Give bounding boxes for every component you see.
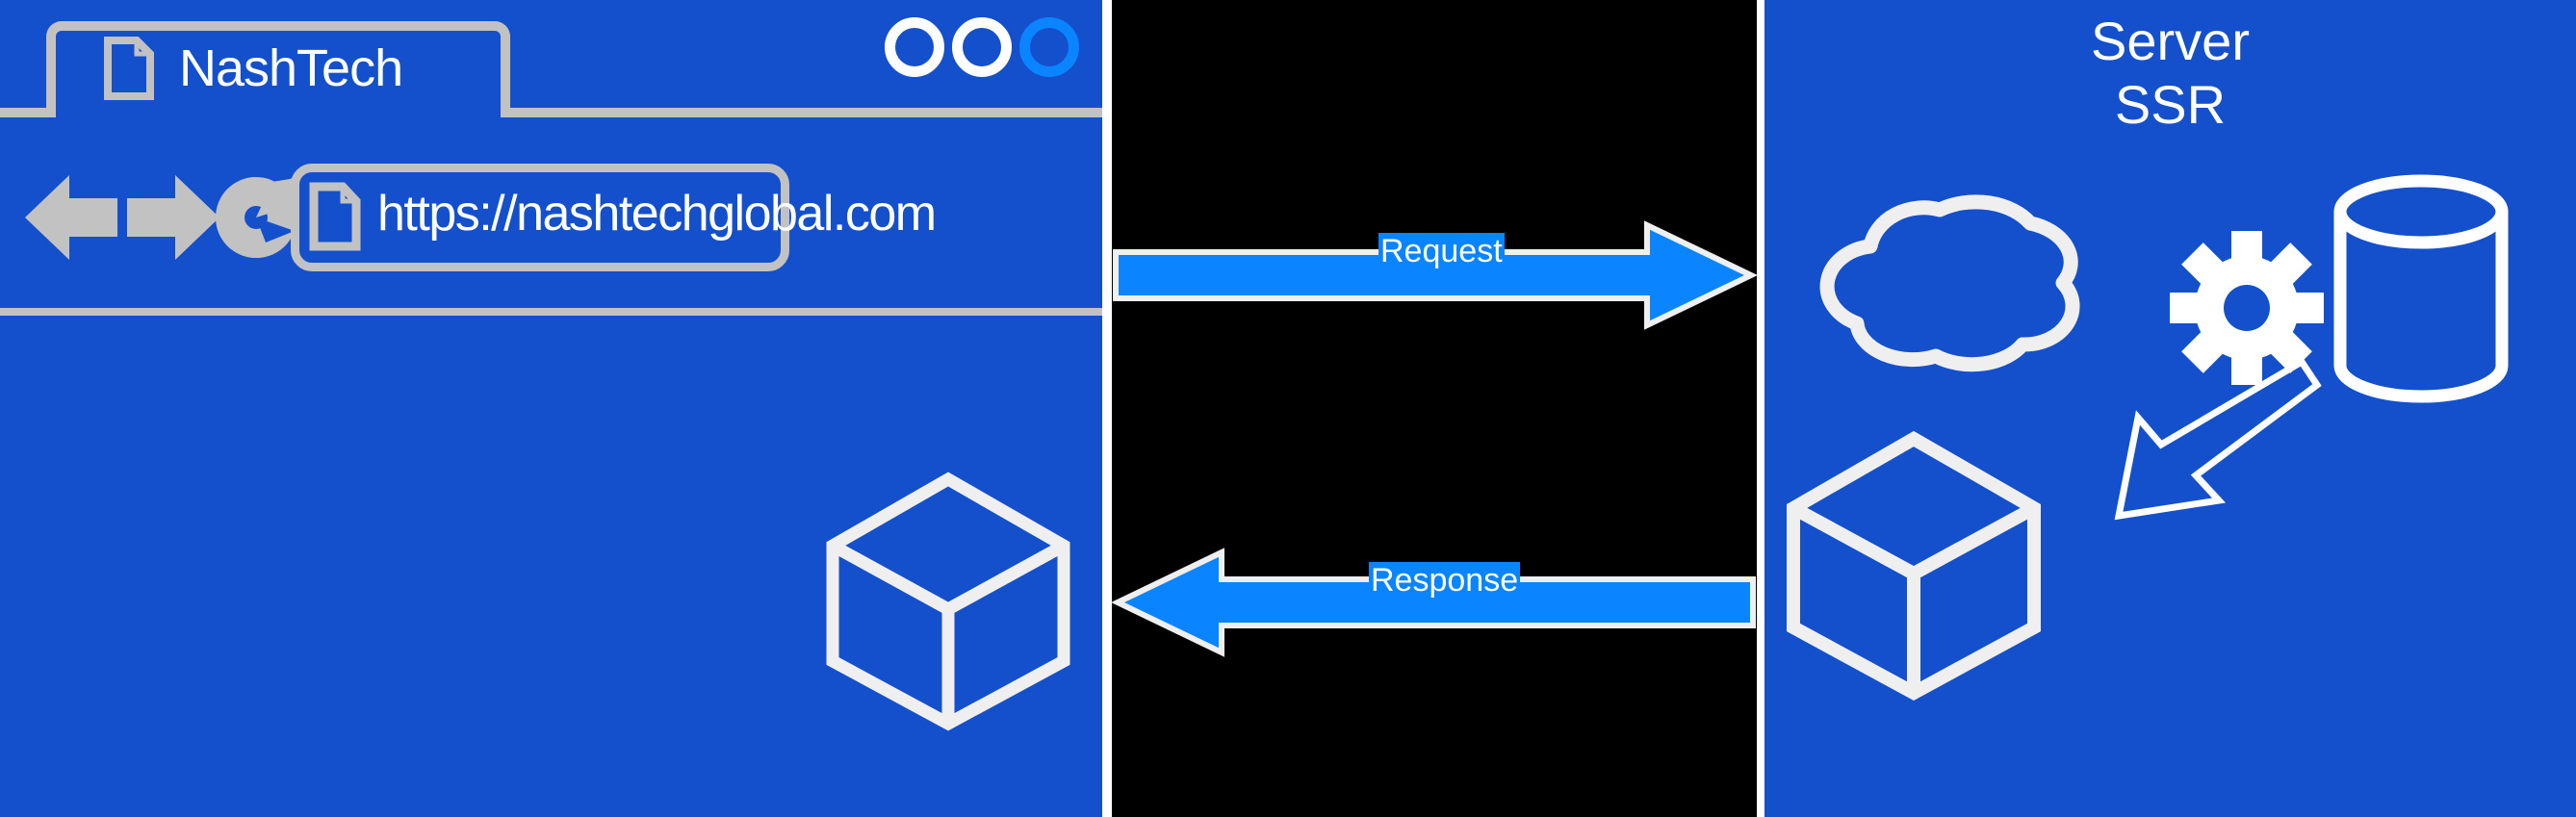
render-arrow-icon	[2113, 357, 2322, 560]
forward-arrow-icon[interactable]	[123, 171, 223, 264]
request-label: Request	[1378, 233, 1505, 271]
window-circle-minimize[interactable]	[885, 17, 944, 77]
database-icon	[2330, 173, 2512, 404]
tab-title: NashTech	[179, 39, 403, 97]
gear-icon	[2170, 231, 2324, 385]
address-bar-value[interactable]: https://nashtechglobal.com	[377, 186, 937, 242]
server-title-line-1: Server	[2091, 11, 2250, 71]
response-arrow-icon	[1111, 547, 1757, 658]
cube-icon	[1784, 430, 2044, 701]
tab-strip: NashTech	[0, 0, 1102, 123]
tab-strip-baseline	[0, 108, 1102, 117]
cloud-icon	[1786, 171, 2161, 373]
window-circle-maximize[interactable]	[952, 17, 1012, 77]
document-icon	[104, 37, 154, 100]
response-label: Response	[1369, 562, 1521, 600]
browser-window: NashTech	[0, 0, 1102, 817]
server-title: Server SSR	[1765, 10, 2576, 137]
browser-toolbar: https://nashtechglobal.com	[0, 117, 1102, 316]
window-circle-close[interactable]	[1019, 17, 1079, 77]
reload-icon[interactable]	[210, 171, 302, 264]
address-bar[interactable]	[291, 164, 789, 271]
request-arrow-icon	[1112, 219, 1758, 331]
back-arrow-icon[interactable]	[21, 171, 121, 264]
server-box: Server SSR	[1765, 0, 2576, 817]
server-title-line-2: SSR	[2114, 74, 2227, 136]
toolbar-baseline	[0, 308, 1102, 316]
document-icon	[309, 182, 361, 251]
network-lane	[1111, 0, 1758, 817]
cube-icon	[823, 472, 1073, 731]
